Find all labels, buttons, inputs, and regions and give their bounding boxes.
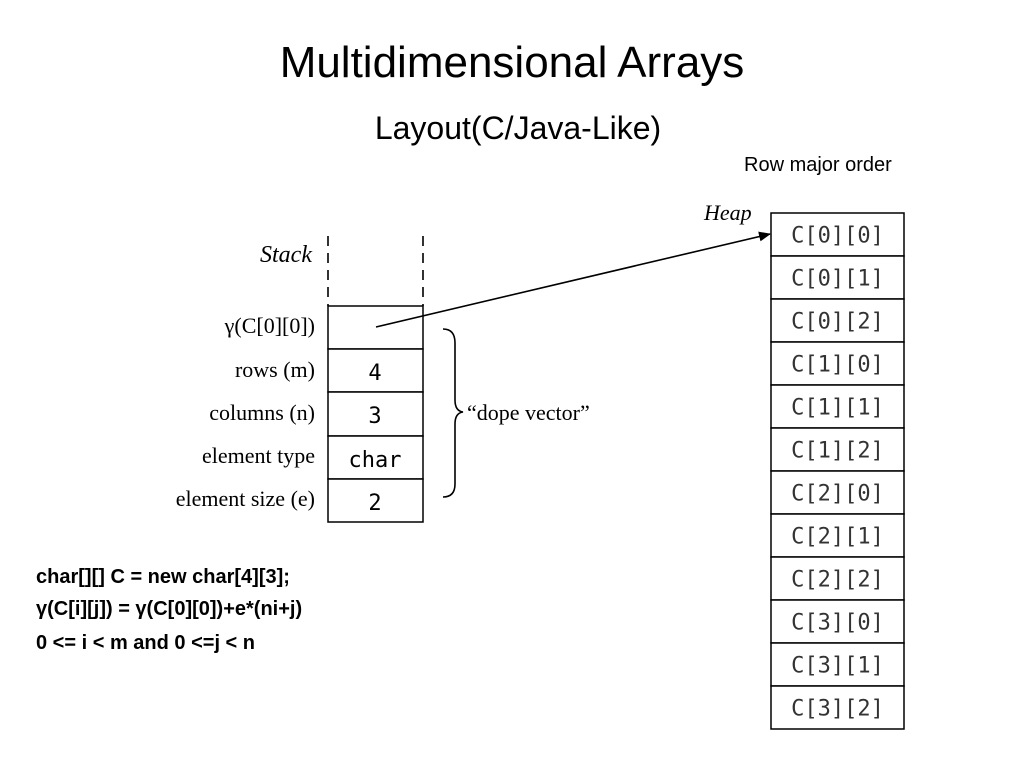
heap-cell-label: C[0][1] xyxy=(791,267,884,292)
heap-label: Heap xyxy=(703,200,752,225)
stack-cell-rows xyxy=(327,348,424,393)
heap-cell xyxy=(770,427,905,472)
stack-value-element-size: 2 xyxy=(368,491,381,516)
stack-cell-element-size xyxy=(327,478,424,523)
slide-title: Multidimensional Arrays xyxy=(279,38,745,87)
stack-cell-pointer xyxy=(327,305,424,350)
code-line-index-bounds: 0 <= i < m and 0 <=j < n xyxy=(36,632,256,654)
heap-cell-label: C[2][0] xyxy=(791,482,884,507)
pointer-arrow xyxy=(375,231,771,328)
heap-cell xyxy=(770,470,905,515)
stack-label-element-type: element type xyxy=(202,443,315,468)
stack-value-rows: 4 xyxy=(368,361,381,386)
stack-value-columns: 3 xyxy=(368,404,381,429)
heap-cell-label: C[1][2] xyxy=(791,439,884,464)
heap-cell xyxy=(770,212,905,257)
heap-cell-label: C[3][1] xyxy=(791,654,884,679)
heap-cell-label: C[3][2] xyxy=(791,697,884,722)
heap-cell xyxy=(770,599,905,644)
stack-label-columns: columns (n) xyxy=(209,400,315,425)
slide-subtitle: Layout(C/Java-Like) xyxy=(374,110,662,146)
heap-array: C[0][0] C[0][1] C[0][2] C[1][0] C[1][1] C[1][… xyxy=(770,212,905,730)
heap-cell xyxy=(770,341,905,386)
heap-cell-label: C[1][0] xyxy=(791,353,884,378)
stack-label-pointer: γ(C[0][0]) xyxy=(224,313,315,338)
heap-cell xyxy=(770,685,905,730)
stack-label: Stack xyxy=(260,242,312,268)
row-major-label: Row major order xyxy=(744,154,892,176)
dope-vector-brace xyxy=(442,328,464,498)
code-line-declaration: char[][] C = new char[4][3]; xyxy=(36,566,290,588)
heap-cell-label: C[2][1] xyxy=(791,525,884,550)
heap-cell-label: C[0][2] xyxy=(791,310,884,335)
stack-cell-element-type xyxy=(327,435,424,480)
heap-cell xyxy=(770,513,905,558)
heap-cell xyxy=(770,556,905,601)
stack-value-element-type: char xyxy=(349,448,402,473)
heap-cell-label: C[1][1] xyxy=(791,396,884,421)
heap-cell-label: C[2][2] xyxy=(791,568,884,593)
stack-label-rows: rows (m) xyxy=(235,357,315,382)
heap-cell-label: C[3][0] xyxy=(791,611,884,636)
stack-frame xyxy=(327,305,424,523)
stack-label-element-size: element size (e) xyxy=(176,486,315,511)
code-line-address-formula: γ(C[i][j]) = γ(C[0][0])+e*(ni+j) xyxy=(36,598,303,620)
dope-vector-label: “dope vector” xyxy=(467,400,590,425)
heap-cell xyxy=(770,384,905,429)
heap-cell-label: C[0][0] xyxy=(791,224,884,249)
heap-cell xyxy=(770,255,905,300)
